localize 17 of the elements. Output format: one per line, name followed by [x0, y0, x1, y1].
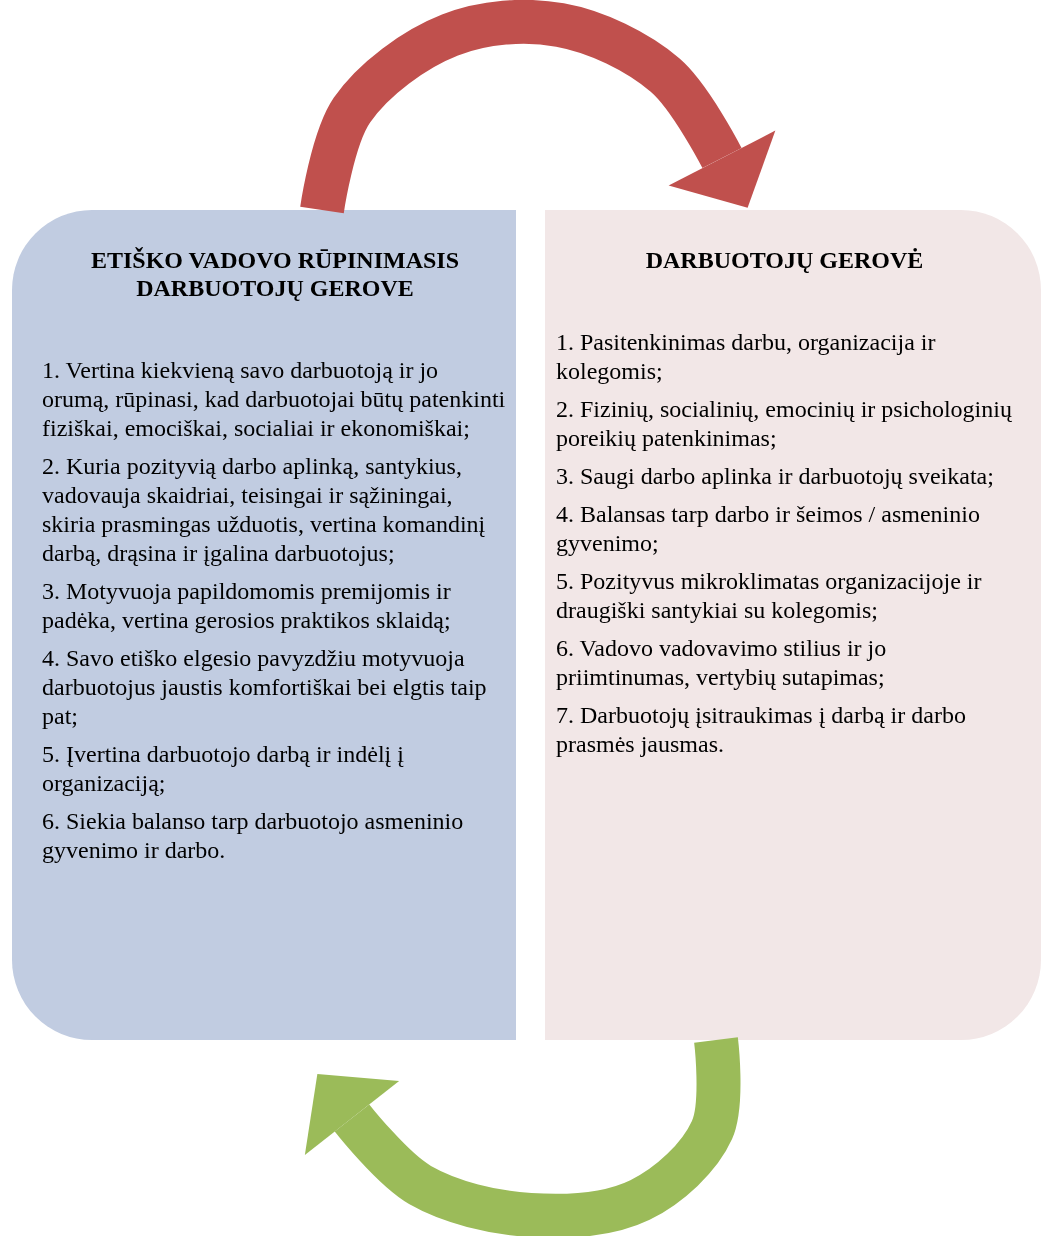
list-item: 5. Pozityvus mikroklimatas organizacijoje ir draugiški santykiai su kolegomis;: [556, 567, 983, 625]
list-item: 6. Siekia balanso tarp darbuotojo asmeninio gyvenimo ir darbo.: [42, 807, 465, 865]
list-item: 3. Saugi darbo aplinka ir darbuotojų sveikata;: [556, 462, 995, 491]
list-item: 2. Fizinių, socialinių, emocinių ir psichologinių poreikių patenkinimas;: [556, 395, 1013, 453]
text-panel: [545, 210, 1041, 1040]
text-panel: [12, 210, 516, 1040]
list-item: 6. Vadovo vadovavimo stilius ir jo priimtinumas, vertybių sutapimas;: [556, 634, 888, 692]
list-item: 1. Vertina kiekvieną savo darbuotoją ir jo orumą, rūpinasi, kad darbuotojai būtų patenkinti fiziškai, emociškai, socialiai ir ekonomiškai;: [42, 356, 507, 443]
list-item: 3. Motyvuoja papildomomis premijomis ir padėka, vertina gerosios praktikos sklaidą;: [42, 577, 452, 635]
list-item: 1. Pasitenkinimas darbu, organizacija ir kolegomis;: [556, 328, 937, 386]
list-item: 4. Savo etiško elgesio pavyzdžiu motyvuoja darbuotojus jaustis komfortiškai bei elgtis taip pat;: [42, 644, 488, 731]
list-item: 5. Įvertina darbuotojo darbą ir indėlį į organizaciją;: [42, 740, 405, 798]
panel-heading: ETIŠKO VADOVO RŪPINIMASIS DARBUOTOJŲ GEROVE: [89, 246, 461, 302]
panel-heading: DARBUOTOJŲ GEROVĖ: [644, 246, 925, 274]
list-item: 4. Balansas tarp darbo ir šeimos / asmeninio gyvenimo;: [556, 500, 981, 558]
list-item: 2. Kuria pozityvią darbo aplinką, santykius, vadovauja skaidriai, teisingai ir sąžiningai, skiria prasmingas užduotis, vertina komandinį darbą, drąsina ir įgalina darbuotojus;: [42, 452, 487, 568]
list-item: 7. Darbuotojų įsitraukimas į darbą ir darbo prasmės jausmas.: [556, 701, 967, 759]
